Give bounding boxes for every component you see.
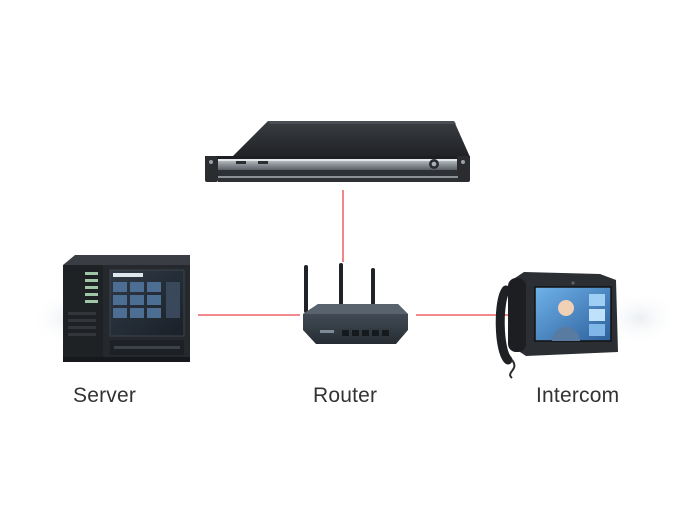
router-device (303, 263, 408, 344)
intercom-label: Intercom (536, 384, 620, 407)
intercom-device (495, 272, 618, 379)
router-label: Router (313, 384, 378, 407)
server-device (63, 255, 190, 362)
rack-unit-device (205, 121, 470, 182)
server-label: Server (73, 384, 137, 407)
connectors (198, 190, 508, 316)
background-glow-right (600, 290, 680, 346)
